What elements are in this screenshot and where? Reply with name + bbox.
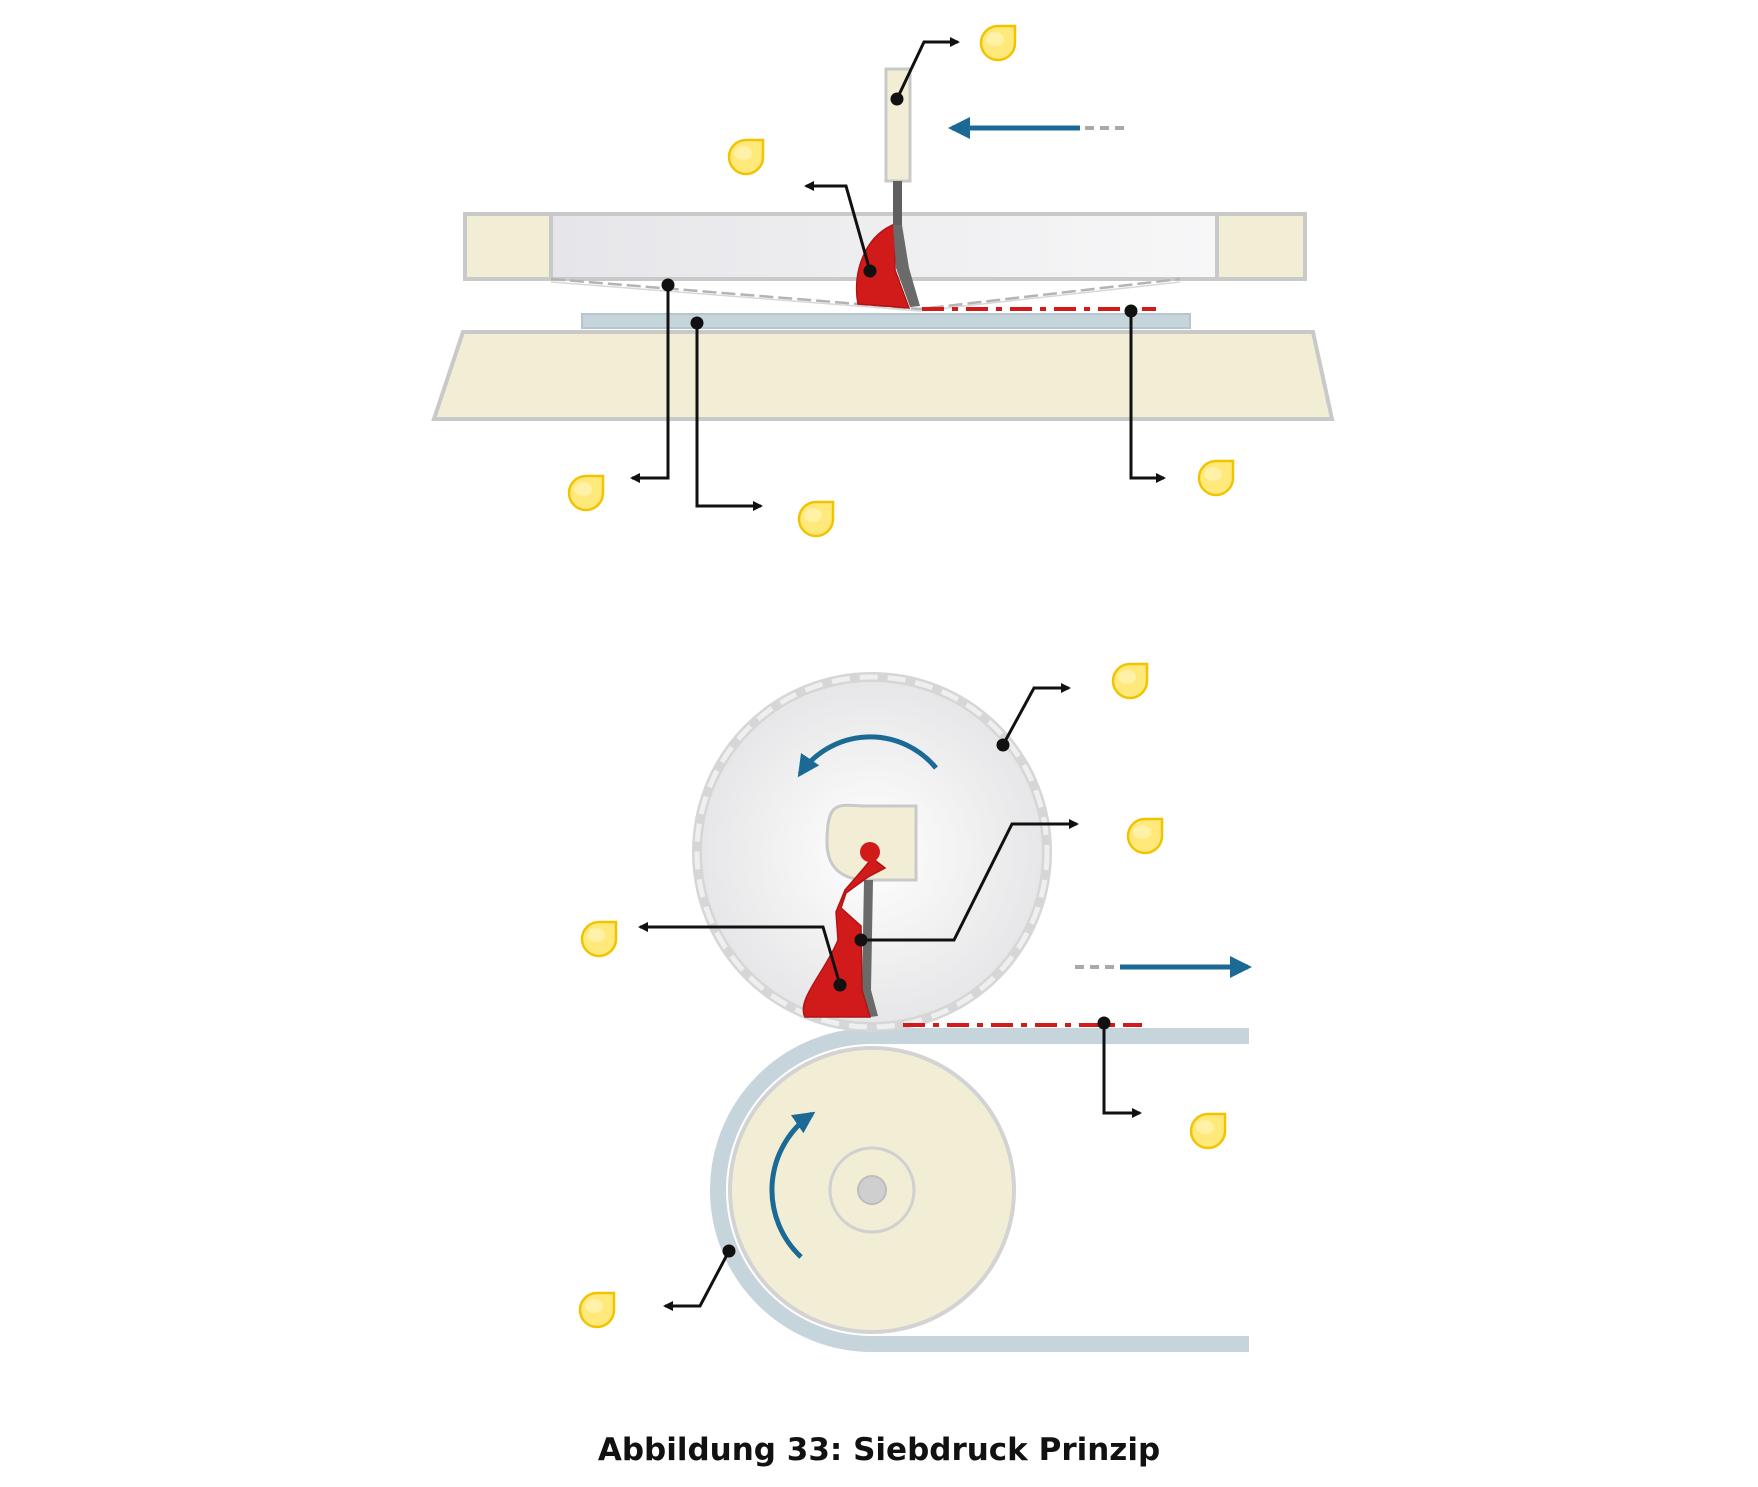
rotation-arrow-screen: [797, 734, 938, 778]
squeegee: [862, 880, 878, 1017]
label-marker-icon: [1197, 459, 1235, 497]
leader-squeegee: [861, 819, 1079, 942]
flatbed-screen-printing: [431, 24, 1335, 538]
rotary-screen-printing: [578, 662, 1252, 1352]
ink-bead: [802, 856, 887, 1018]
label-marker-icon: [797, 500, 835, 538]
printing-table: [431, 330, 1335, 421]
screen-mesh: [550, 277, 1181, 311]
leader-printed-ink: [1129, 311, 1166, 483]
leader-ink: [638, 922, 842, 986]
label-marker-icon: [1189, 1112, 1227, 1150]
substrate-sheet: [581, 313, 1191, 329]
ink-bead: [855, 222, 911, 309]
label-marker-icon: [567, 474, 605, 512]
leader-lines: [630, 37, 1166, 511]
label-marker-icon: [580, 920, 618, 958]
squeegee: [884, 67, 920, 307]
leader-squeegee: [895, 37, 960, 100]
label-marker-icon: [578, 1291, 616, 1329]
leader-printed-ink: [1102, 1023, 1142, 1118]
rotation-arrow-roller: [769, 1111, 816, 1259]
label-marker-icon: [1111, 662, 1149, 700]
leader-substrate: [695, 323, 763, 511]
leader-rotary-screen: [1001, 683, 1071, 746]
figure-caption: Abbildung 33: Siebdruck Prinzip: [597, 1432, 1161, 1468]
leader-screen: [630, 285, 670, 483]
substrate-web: [710, 1028, 1249, 1352]
label-marker-icon: [979, 24, 1017, 62]
label-marker-icon: [727, 138, 765, 176]
label-marker-icon: [1126, 817, 1164, 855]
leader-lines: [638, 683, 1142, 1311]
leader-ink: [804, 181, 872, 272]
leader-substrate-web: [663, 1250, 731, 1311]
